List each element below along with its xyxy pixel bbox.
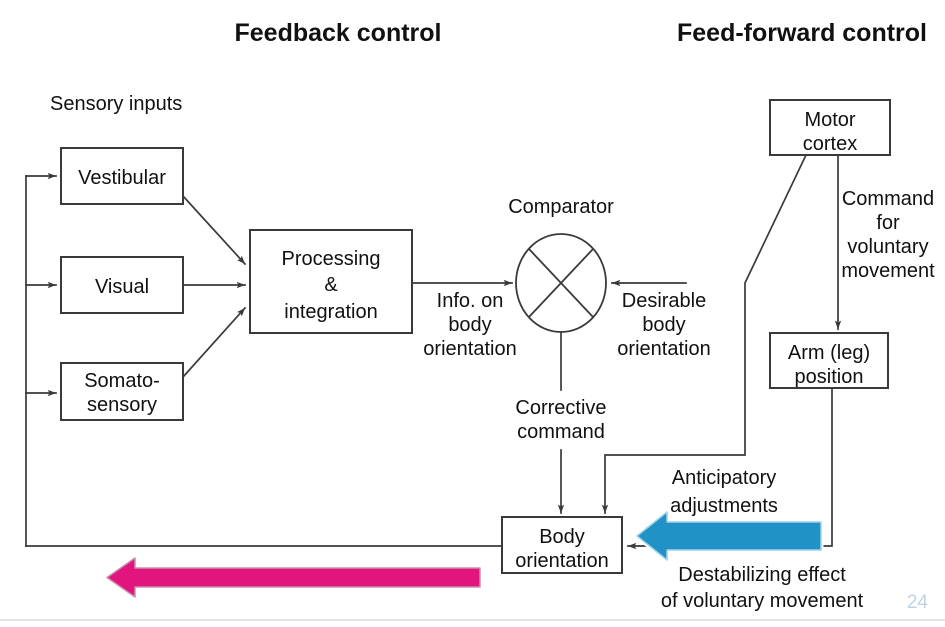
label-command-voluntary-line4: movement: [841, 260, 935, 282]
box-processing-label-line2: &: [324, 274, 338, 296]
label-destabilizing-line2: of voluntary movement: [661, 590, 864, 612]
box-processing-label-line1: Processing: [282, 248, 381, 270]
label-info-on-body-orientation-line1: Info. on: [437, 290, 504, 312]
box-body-orientation-label-line2: orientation: [515, 550, 608, 572]
box-processing-integration[interactable]: [249, 229, 413, 334]
box-arm-position-label-line2: position: [795, 366, 864, 388]
box-somatosensory-label-line2: sensory: [87, 394, 157, 416]
label-command-voluntary-line3: voluntary: [847, 236, 928, 258]
pink-arrow-body: [106, 557, 481, 598]
label-anticipatory-line2: adjustments: [670, 495, 778, 517]
wire-somatosensory-to-processing: [181, 306, 247, 379]
label-corrective-command-line2: command: [517, 421, 605, 443]
wire-anticipatory-adjustments: [601, 153, 808, 514]
heading-feedback-control: Feedback control: [235, 19, 442, 47]
box-motor-cortex-label-line2: cortex: [803, 133, 857, 155]
label-comparator: Comparator: [508, 196, 614, 218]
label-command-voluntary-line1: Command: [842, 188, 934, 210]
box-vestibular[interactable]: [60, 147, 184, 205]
box-somatosensory[interactable]: [60, 362, 184, 421]
box-motor-cortex[interactable]: [769, 99, 891, 156]
box-visual[interactable]: [60, 256, 184, 314]
label-destabilizing-line1: Destabilizing effect: [678, 564, 846, 586]
label-desirable-body-orientation-line1: Desirable: [622, 290, 706, 312]
pink-block-arrow-feedback: [104, 555, 483, 600]
box-processing-label-line3: integration: [284, 301, 377, 323]
box-motor-cortex-label-line1: Motor: [804, 109, 855, 131]
box-arm-position-label-line1: Arm (leg): [788, 342, 870, 364]
label-info-on-body-orientation-line2: body: [448, 314, 491, 336]
label-desirable-body-orientation-line3: orientation: [617, 338, 710, 360]
label-corrective-command-line1: Corrective: [515, 397, 606, 419]
label-info-on-body-orientation-line3: orientation: [423, 338, 516, 360]
blue-arrow-body: [636, 511, 822, 561]
box-somatosensory-label-line1: Somato-: [84, 370, 160, 392]
box-vestibular-label: Vestibular: [78, 167, 166, 189]
label-anticipatory-line1: Anticipatory: [672, 467, 777, 489]
box-arm-leg-position[interactable]: [769, 332, 889, 389]
box-body-orientation-label-line1: Body: [539, 526, 585, 548]
box-body-orientation[interactable]: [501, 516, 623, 574]
wire-vestibular-to-processing: [181, 194, 247, 266]
label-command-voluntary-line2: for: [876, 212, 900, 234]
heading-feed-forward-control: Feed-forward control: [677, 19, 927, 47]
label-sensory-inputs: Sensory inputs: [50, 93, 182, 115]
comparator-x-stroke-2: [528, 248, 594, 318]
label-desirable-body-orientation-line2: body: [642, 314, 685, 336]
blue-block-arrow-anticipatory: [634, 509, 824, 563]
page-number: 24: [907, 592, 929, 613]
box-visual-label: Visual: [95, 276, 149, 298]
